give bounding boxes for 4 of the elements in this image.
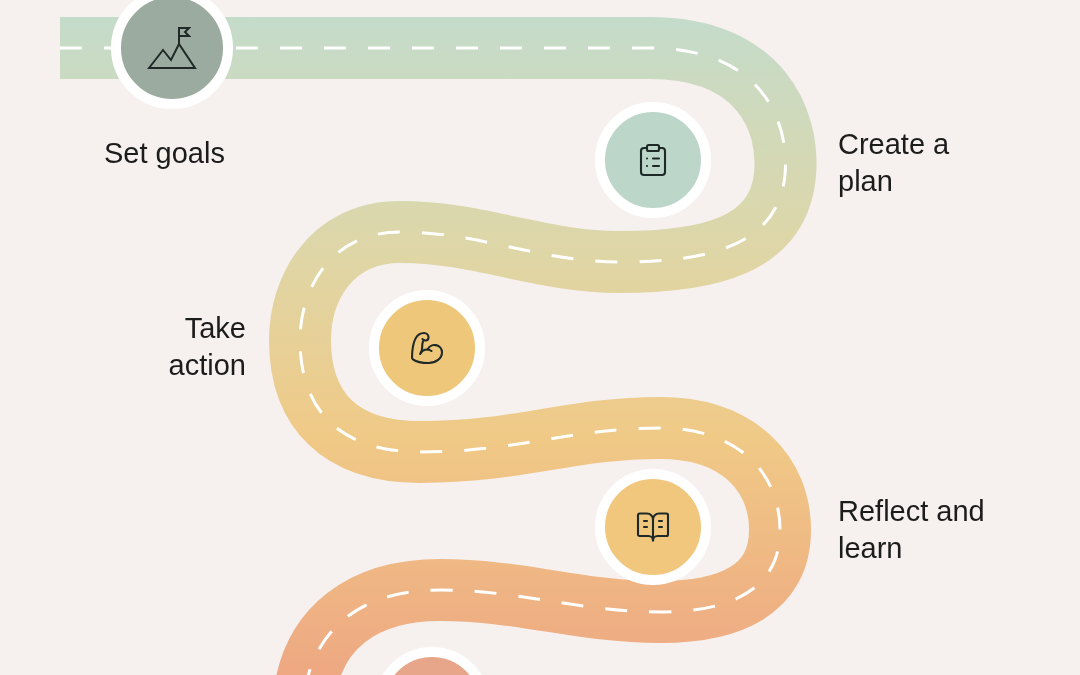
step-label: Set goals xyxy=(104,136,226,171)
step-label: Create a plan xyxy=(838,127,951,199)
step-label: Reflect and learn xyxy=(838,494,986,566)
step-label: Take action xyxy=(167,311,246,383)
